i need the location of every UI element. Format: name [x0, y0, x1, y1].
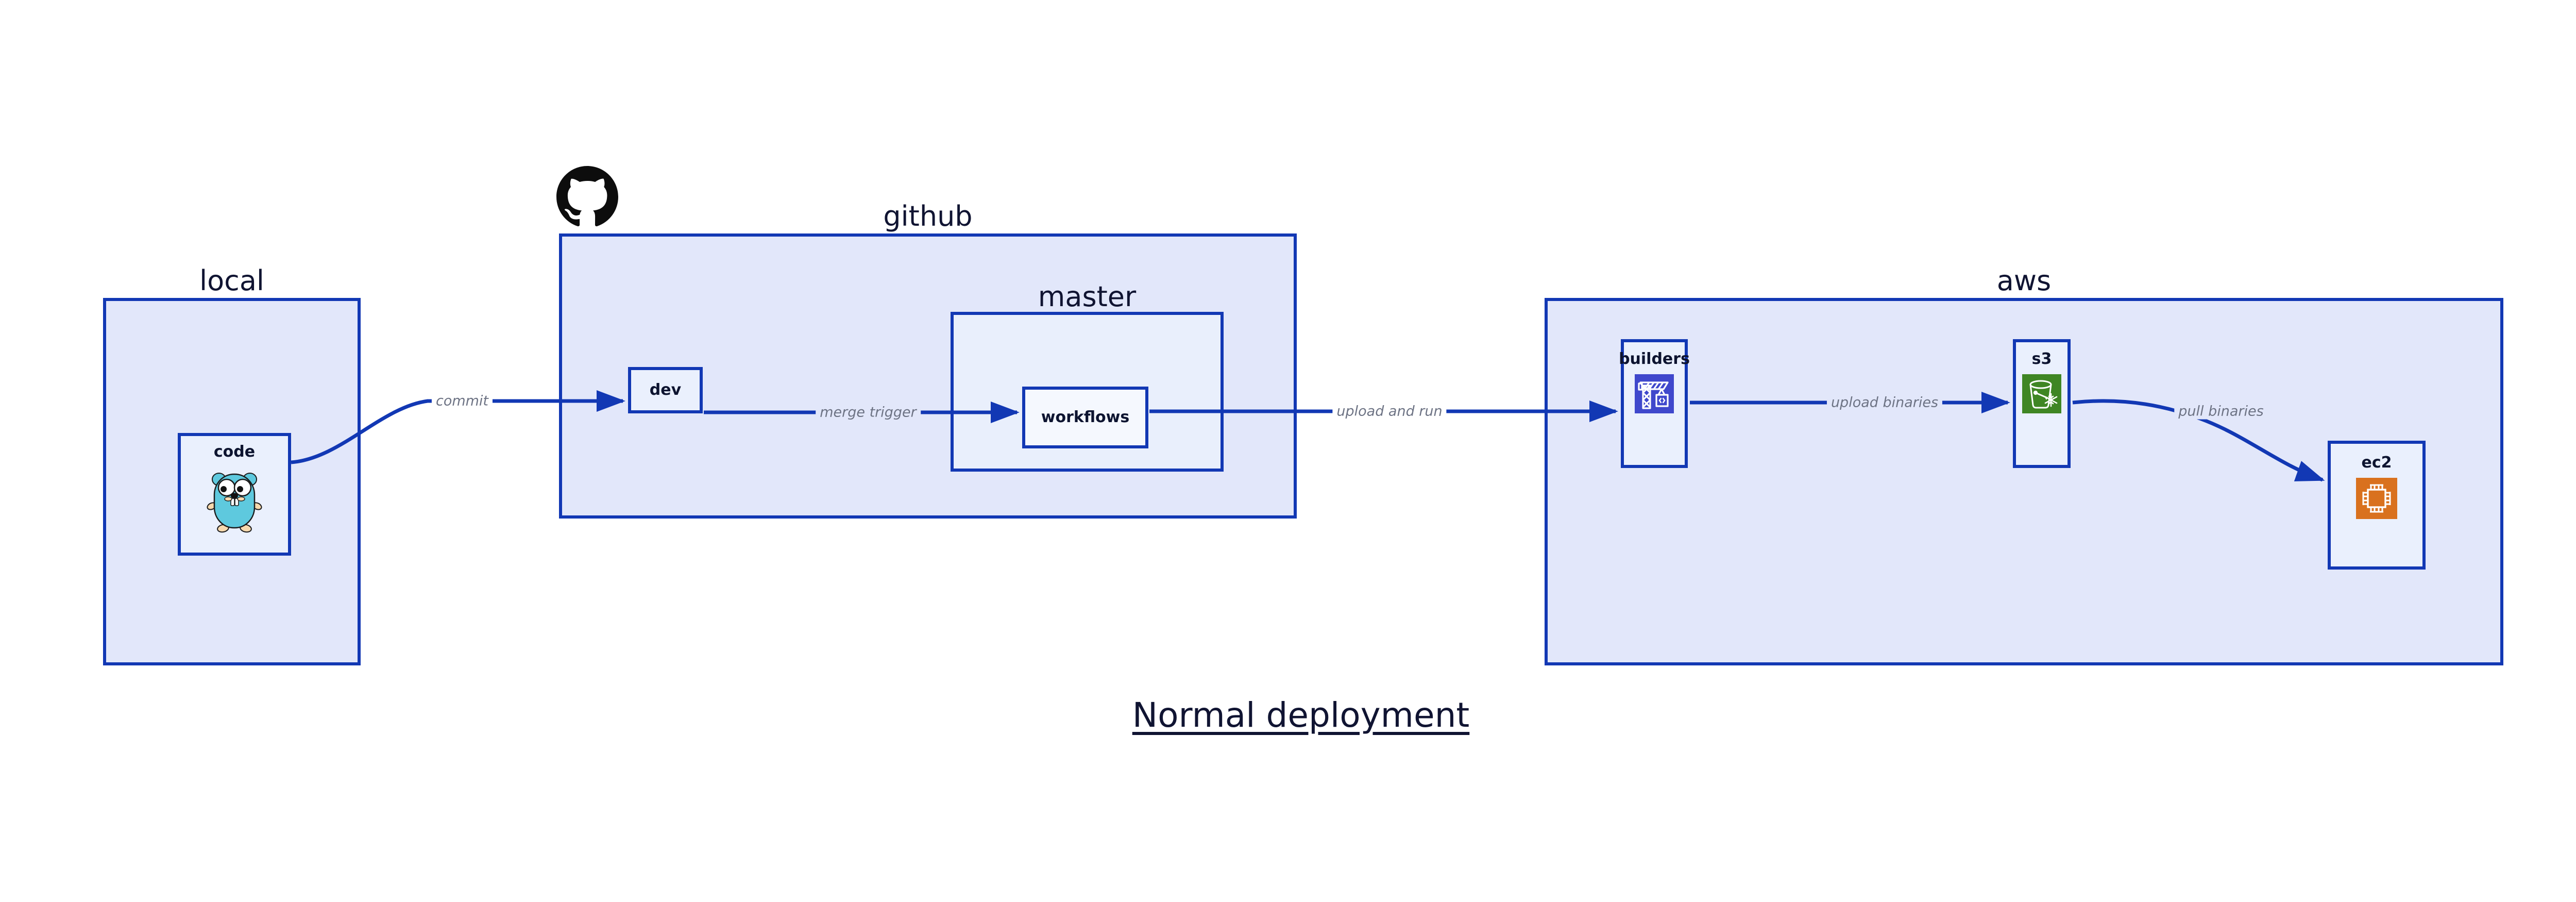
aws-s3-bucket-icon: [2022, 374, 2061, 415]
node-builders[interactable]: builders: [1619, 339, 1690, 468]
edge-label-upload-binaries: upload binaries: [1826, 394, 1943, 411]
node-label-builders: builders: [1619, 350, 1690, 368]
github-octocat-icon: [556, 166, 618, 230]
container-label-master: master: [1038, 280, 1137, 313]
aws-ec2-chip-icon: [2356, 478, 2397, 521]
node-s3[interactable]: s3: [2013, 339, 2071, 468]
edge-label-upload-and-run: upload and run: [1332, 403, 1447, 420]
container-label-github: github: [883, 200, 973, 232]
node-code[interactable]: code: [178, 433, 291, 556]
diagram-caption: Normal deployment: [1132, 695, 1470, 735]
node-ec2[interactable]: ec2: [2328, 441, 2426, 570]
node-label-s3: s3: [2031, 350, 2052, 368]
node-workflows[interactable]: workflows: [1022, 387, 1148, 448]
edge-commit: [291, 390, 625, 464]
edge-label-commit: commit: [431, 393, 493, 409]
node-dev[interactable]: dev: [628, 367, 703, 413]
container-label-local: local: [199, 264, 264, 297]
edge-label-pull-binaries: pull binaries: [2174, 403, 2268, 420]
node-label-workflows: workflows: [1041, 408, 1130, 426]
edge-label-merge-trigger: merge trigger: [816, 404, 921, 421]
go-gopher-icon: [206, 467, 263, 535]
node-label-code: code: [213, 443, 256, 461]
container-label-aws: aws: [1996, 264, 2052, 297]
node-label-dev: dev: [649, 381, 682, 399]
aws-codebuild-crane-icon: [1635, 374, 1674, 415]
node-label-ec2: ec2: [2361, 454, 2392, 472]
